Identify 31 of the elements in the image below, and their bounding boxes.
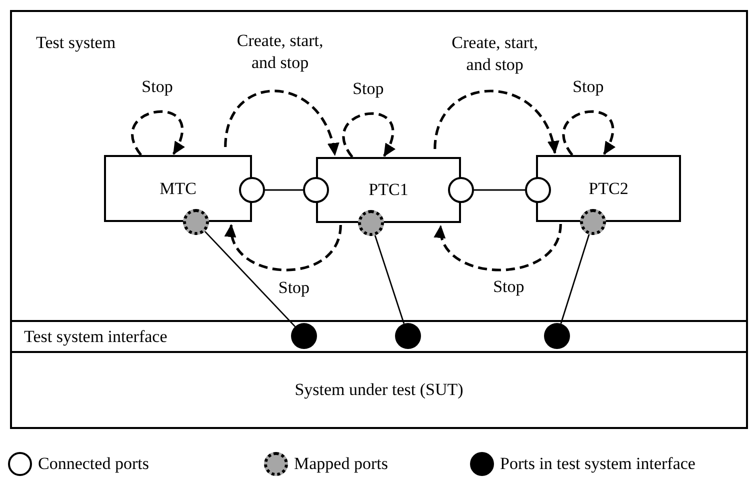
dashed-arrow (436, 224, 562, 272)
edge-label: Stop (572, 76, 605, 98)
dashed-arrow (434, 90, 558, 154)
edge-label: Create, start, and stop (450, 32, 540, 76)
edge-label: Stop (277, 277, 311, 299)
edge-label: Create, start, and stop (236, 30, 324, 74)
connector-line (474, 189, 525, 191)
interface-band (10, 320, 748, 353)
connector-line (265, 189, 303, 191)
dashed-arrow (226, 224, 342, 272)
connector-line (560, 234, 590, 324)
dashed-arrow (224, 90, 338, 156)
edge-label: Stop (492, 276, 526, 298)
node-label: System under test (SUT) (294, 379, 464, 402)
dashed-arrow (342, 112, 395, 158)
system-box (10, 351, 748, 429)
legend-label: Mapped ports (294, 453, 388, 475)
legend-label: Ports in test system interface (500, 453, 696, 475)
node-label: PTC1 (368, 179, 408, 202)
dashed-arrow (562, 110, 615, 156)
legend-label: Connected ports (38, 453, 149, 475)
node-label: Test system (36, 32, 116, 54)
connector-line (374, 235, 405, 324)
connector-line (204, 230, 296, 328)
region-box (10, 10, 748, 322)
edge-label: Stop (352, 78, 385, 100)
node-label: Test system interface (23, 326, 168, 348)
node-label: PTC2 (588, 178, 628, 200)
edge-label: Stop (140, 76, 174, 98)
node-label: MTC (160, 178, 196, 200)
dashed-arrow (131, 110, 184, 156)
